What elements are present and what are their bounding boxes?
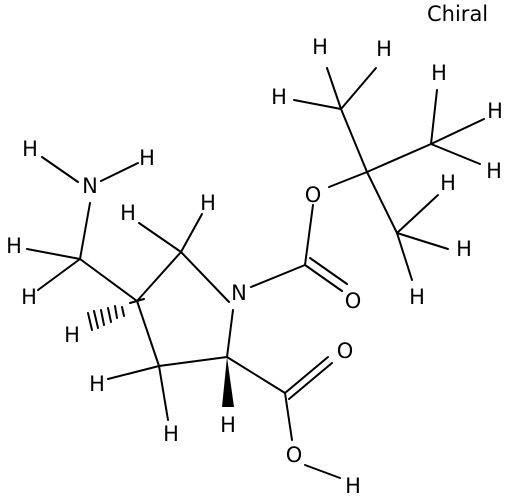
hydrogen-atom-label: H <box>431 61 447 85</box>
bond <box>366 143 432 173</box>
carbonyl-oxygen-label: O <box>345 289 362 313</box>
bond <box>87 312 93 331</box>
hydrogen-atom-label: H <box>163 422 179 446</box>
bond <box>288 362 333 400</box>
bond <box>430 143 481 165</box>
bond <box>93 310 99 329</box>
hydrogen-atom-label: H <box>376 37 392 61</box>
hydrogen-atom-label: H <box>89 372 105 396</box>
bond <box>107 307 112 323</box>
bond <box>136 300 160 367</box>
hydrogen-atom-label: H <box>486 159 502 183</box>
bond <box>293 99 342 110</box>
hydrogen-atom-label: H <box>345 474 361 498</box>
bond <box>180 251 230 303</box>
bond <box>396 232 449 250</box>
pyrrolidine-ring <box>107 213 234 421</box>
bond <box>284 356 329 394</box>
bond <box>158 365 169 421</box>
hydrogen-atom-label: H <box>139 146 155 170</box>
bond <box>304 464 341 479</box>
hydrogen-atom-label: H <box>64 323 80 347</box>
nitrogen-atom-label: N <box>231 281 247 305</box>
bond <box>100 309 105 326</box>
acid-carbonyl-oxygen-label: O <box>337 339 354 363</box>
bond <box>226 309 234 358</box>
bond <box>100 162 139 182</box>
hydrogen-atom-label: H <box>271 85 287 109</box>
bond <box>396 232 413 281</box>
hydrogen-atom-label: H <box>6 234 22 258</box>
bond <box>430 89 438 145</box>
hydrogen-atom-label: H <box>456 237 472 261</box>
bond <box>396 194 439 234</box>
hydrogen-atom-label: H <box>409 285 425 309</box>
bond <box>107 365 160 380</box>
hydrogen-atom-label: H <box>487 99 503 123</box>
bond <box>366 171 398 234</box>
aminomethyl-group <box>26 156 139 302</box>
bond <box>250 264 306 288</box>
hydrogen-atom-label: H <box>220 413 236 437</box>
bond <box>304 264 343 292</box>
hydrogen-atom-label: H <box>22 137 38 161</box>
bond <box>284 392 293 441</box>
bond <box>309 257 348 285</box>
bond <box>79 202 91 260</box>
bond <box>114 305 118 319</box>
bond <box>79 258 138 302</box>
hydrogen-atom-label: H <box>312 35 328 59</box>
bond <box>340 108 368 173</box>
bond <box>430 118 485 145</box>
bond <box>304 204 314 266</box>
carboxylic-acid-group <box>226 356 341 479</box>
bond <box>121 306 125 317</box>
hydrogen-atom-label: H <box>200 191 216 215</box>
hydroxyl-oxygen-label: O <box>286 443 303 467</box>
bond <box>26 248 81 260</box>
chiral-flag-label: Chiral <box>427 2 488 26</box>
bond <box>326 67 342 110</box>
bond <box>340 67 377 110</box>
bond <box>41 156 79 183</box>
ester-oxygen-label: O <box>305 183 322 207</box>
hydrogen-atom-label: H <box>21 285 37 309</box>
bond <box>180 213 203 253</box>
hydrogen-atom-label: H <box>440 171 456 195</box>
bond <box>136 251 182 302</box>
bond <box>138 222 182 253</box>
hydrogen-atom-label: H <box>120 201 136 225</box>
tert-butyl-group <box>293 67 485 281</box>
bond <box>158 356 228 367</box>
solid-wedge-bond <box>222 357 234 407</box>
bond <box>37 258 81 291</box>
hashed-wedge-bond <box>87 298 145 331</box>
bond <box>328 171 368 188</box>
amine-nitrogen-label: N <box>82 174 98 198</box>
bond <box>226 356 286 394</box>
carbamate-group <box>250 204 348 292</box>
